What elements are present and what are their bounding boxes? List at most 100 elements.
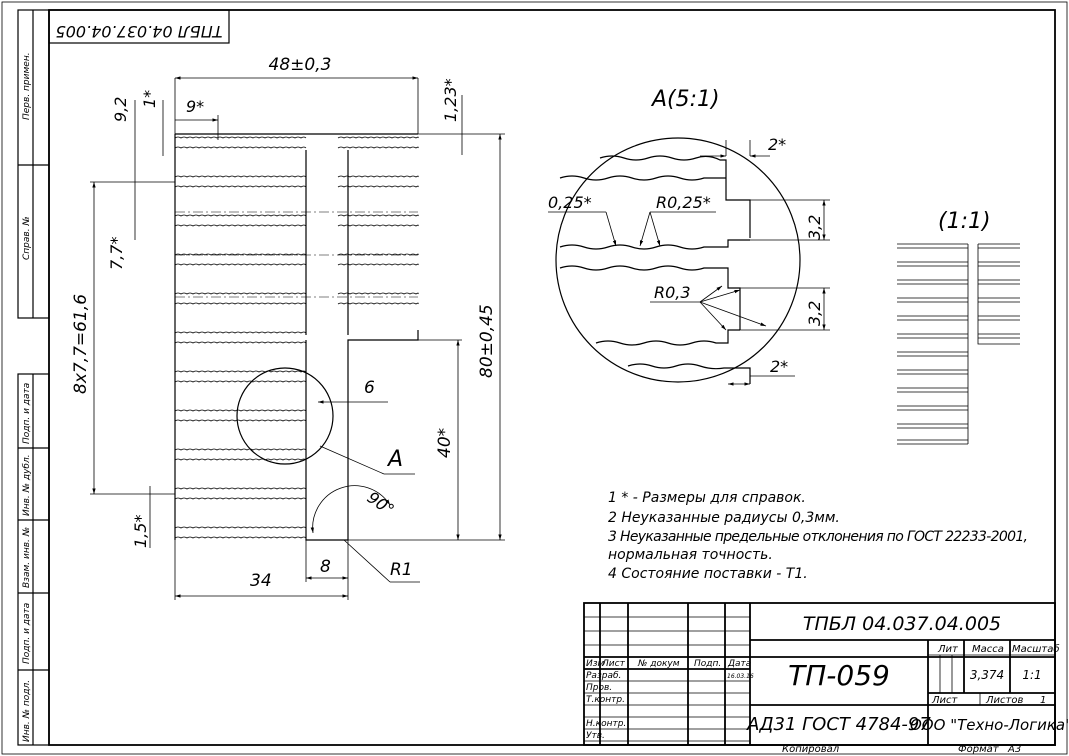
dim-1-5: 1,5* [131,515,150,548]
left-side-strip: Перв. примен. Справ. № Подп. и дата Инв.… [17,9,50,746]
tb-row-nkontr: Н.контр. [586,719,626,729]
tb-scale-value: 1:1 [1022,668,1041,682]
small-fin-left [897,423,968,429]
fin-left [174,526,307,539]
small-fin-right [978,333,1020,339]
small-fin-left [897,387,968,393]
detail-dim-r0-3: R0,3 [654,283,691,302]
tb-material: АД31 ГОСТ 4784-97 [746,714,931,735]
tb-mass-label: Масса [972,644,1004,655]
small-fin-right [978,315,1020,321]
side-label-inv-dubl: Инв. № дубл. [22,454,32,516]
fin-right [337,292,419,305]
small-fin-left [897,315,968,321]
small-fin-left [897,369,968,375]
tb-scale-label: Масштаб [1012,643,1060,655]
fin-right [337,136,419,149]
detail-dim-0-25: 0,25* [548,193,592,212]
copied-label: Копировал [782,744,840,755]
tb-date-value: 16.03.16 [727,673,754,680]
tb-designation: ТПБЛ 04.037.04.005 [803,613,1001,635]
inverted-stamp: ТПБЛ 04.037.04.005 [48,9,230,44]
fin-right [337,253,419,266]
tb-col-date: Дата [727,659,751,669]
small-fin-right [978,261,1020,267]
dim-80: 80±0,45 [477,304,497,378]
note-1: 1 * - Размеры для справок. [608,490,806,506]
small-view-base [967,244,1020,444]
small-fin-right [978,243,1020,249]
dim-1-23: 1,23* [441,78,460,122]
dim-9: 9* [186,97,204,116]
side-label-sprav-no: Справ. № [22,216,32,260]
small-fin-left [897,439,968,445]
tb-col-sign: Подп. [694,659,721,669]
small-view-fins [897,243,1020,445]
detail-a-marker: А [386,447,403,472]
dim-r1: R1 [390,560,413,580]
fin-left [174,448,307,461]
format-value: А3 [1007,744,1021,755]
heatsink-main-view [174,133,419,541]
dim-1: 1* [140,90,159,108]
dim-9-2: 9,2 [111,97,130,122]
tb-row-prov: Пров. [586,683,612,693]
tb-mass-value: 3,374 [970,668,1004,682]
tb-part-name: ТП-059 [788,659,890,692]
small-fin-left [897,279,968,285]
tb-lit-label: Лит [937,644,959,655]
note-2: 2 Неуказанные радиусы 0,3мм. [608,510,840,526]
tb-col-doc: № докум [637,659,680,669]
tb-row-utv: Утв. [586,731,605,741]
detail-dim-3-2-bottom: 3,2 [805,301,824,326]
side-label-vzam-inv: Взам. инв. № [22,527,32,588]
title-block: Изм Лист № докум Подп. Дата 16.03.16 Раз… [583,602,1069,746]
small-view: (1:1) [897,209,1020,445]
tb-row-tkontr: Т.контр. [586,695,625,705]
tb-row-razrab: Разраб. [586,671,621,681]
fin-left [174,136,307,149]
side-label-inv-podl: Инв. № подл. [22,680,32,742]
tb-sheets-label: Листов [985,695,1023,706]
dim-40: 40* [435,428,455,458]
tb-sheet-label: Лист [931,695,959,706]
small-fin-left [897,333,968,339]
fin-left [174,487,307,500]
small-fin-left [897,261,968,267]
fin-right [337,175,419,188]
detail-dim-3-2-top: 3,2 [805,215,824,240]
fin-left [174,370,307,383]
fin-right [337,214,419,227]
main-view-dimensions: 48±0,3 9* 9,2 1* 1,23* 7,7* 8х7,7=61,6 8… [71,55,505,600]
small-fin-left [897,297,968,303]
fin-left [174,175,307,188]
note-3: 3 Неуказанные предельные отклонения по Г… [608,529,1028,545]
tb-col-izm: Изм [586,659,605,669]
tb-col-list: Лист [601,659,626,669]
note-4: 4 Состояние поставки - Т1. [608,566,808,582]
detail-dim-2-bottom: 2* [770,357,788,376]
inverted-stamp-code: ТПБЛ 04.037.04.005 [56,22,223,41]
small-fin-left [897,243,968,249]
fin-left [174,409,307,422]
note-3-cont: нормальная точность. [608,547,773,563]
fin-left [174,292,307,305]
dim-6: 6 [364,378,375,398]
small-view-title: (1:1) [938,209,991,234]
detail-a-circle [236,367,334,465]
detail-dim-2-top: 2* [768,135,786,154]
fin-left [174,253,307,266]
small-fin-left [897,405,968,411]
dim-8: 8 [320,557,331,577]
tb-company: ООО "Техно-Логика" [910,716,1069,734]
dim-90: 90° [364,488,398,520]
side-label-podp-data-1: Подп. и дата [22,383,32,444]
technical-notes: 1 * - Размеры для справок. 2 Неуказанные… [608,490,1028,582]
dim-34: 34 [250,571,272,591]
detail-dim-r0-25: R0,25* [656,193,711,212]
fin-left [174,214,307,227]
small-fin-right [978,279,1020,285]
detail-a-view: А(5:1) 3,2 3,2 2* 2* 0,25* R0,25* [548,87,830,386]
small-fin-right [978,297,1020,303]
